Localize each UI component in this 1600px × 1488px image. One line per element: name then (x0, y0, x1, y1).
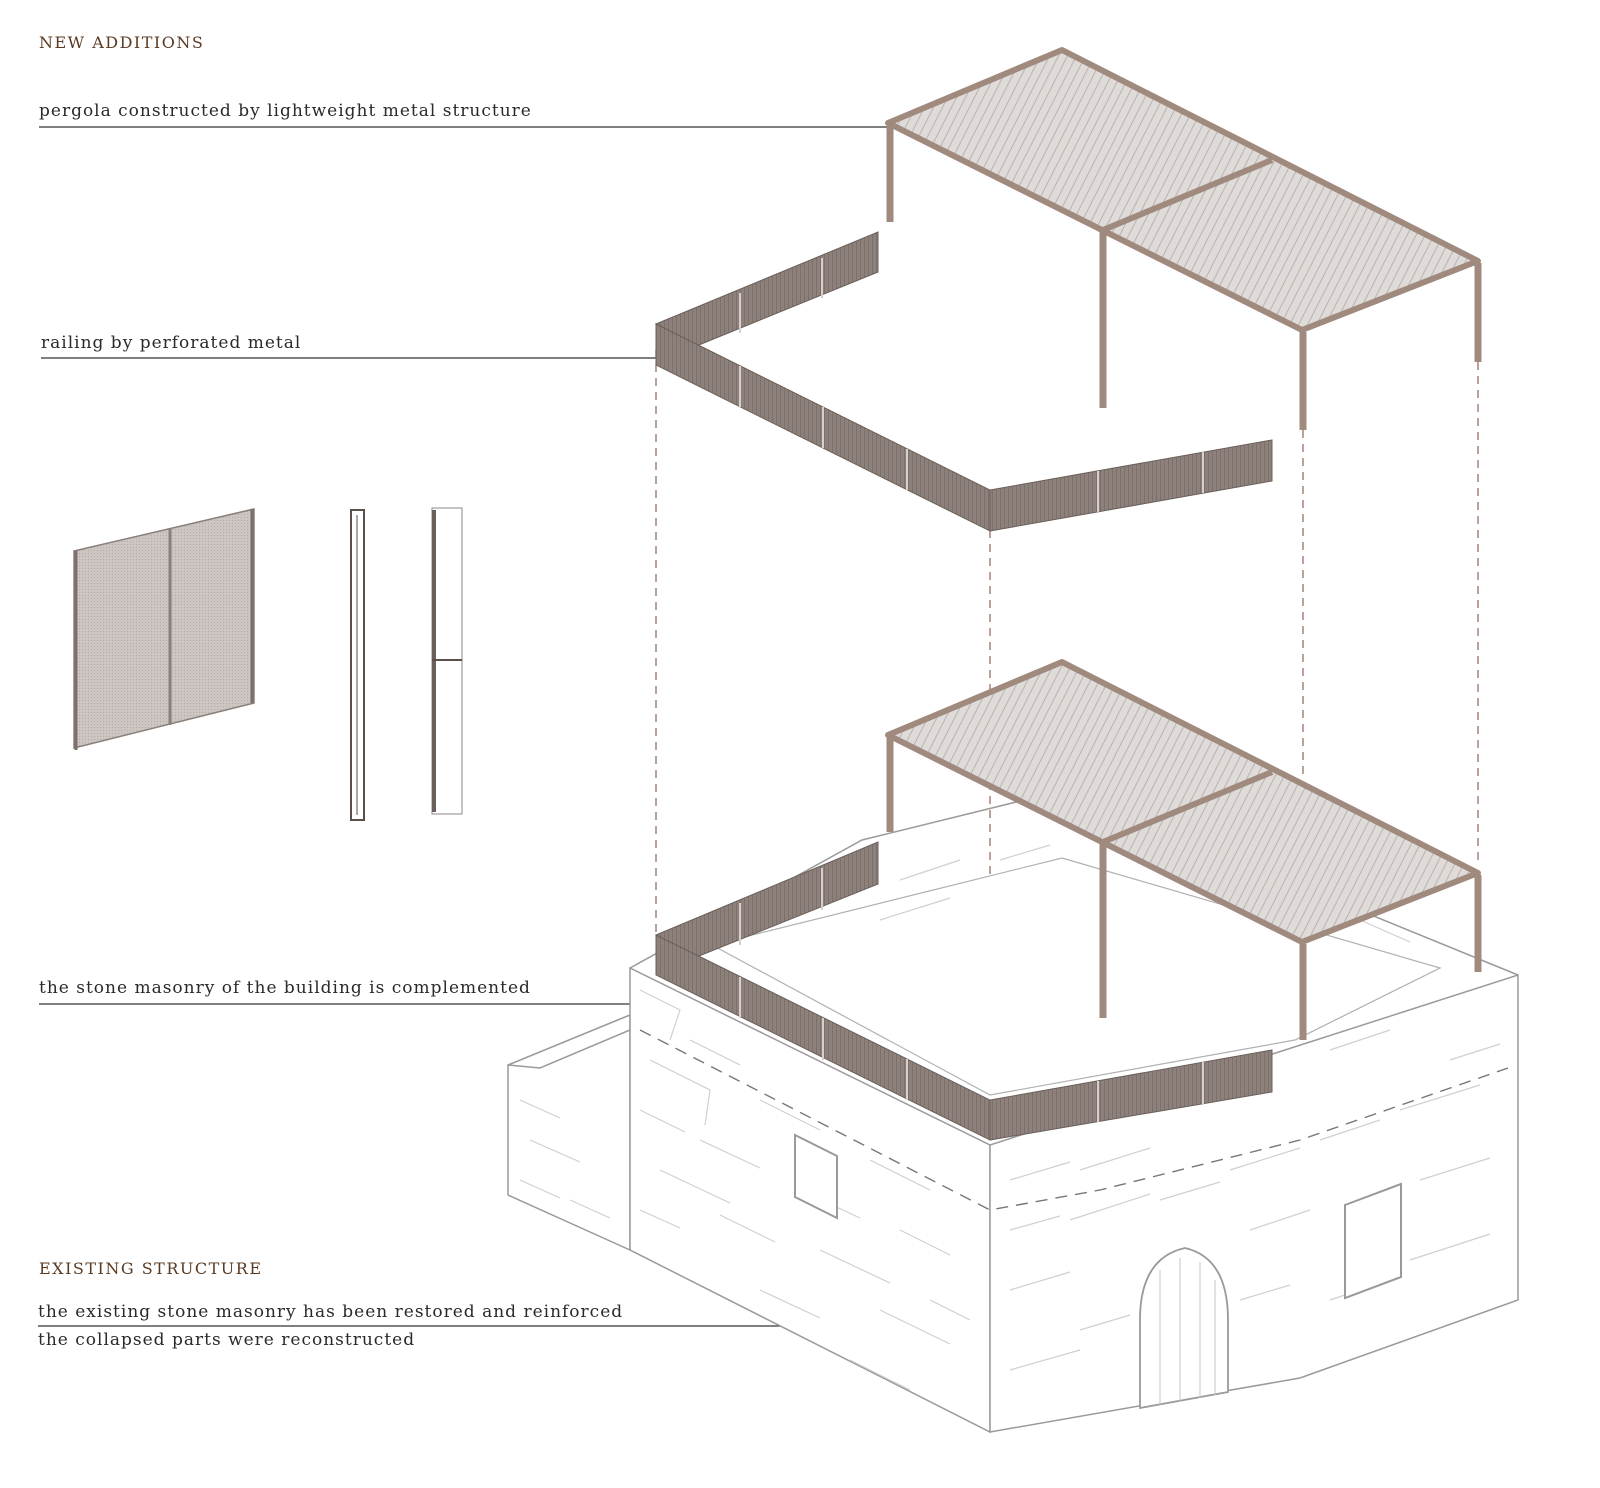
projection-lines (655, 350, 1479, 1095)
window-left (794, 1133, 838, 1220)
lower-pergola (885, 659, 1482, 1040)
existing-structure-heading: EXISTING STRUCTURE (39, 1259, 263, 1278)
upper-pergola (885, 47, 1482, 430)
railing-panel-detail (73, 508, 255, 750)
perforated-panel-elevation (73, 508, 255, 749)
arched-door (1139, 1247, 1229, 1410)
reconstruction-line (639, 1029, 1509, 1211)
window-right (1344, 1182, 1402, 1300)
railing-section-detail (350, 507, 463, 821)
upper-railing (655, 231, 1273, 532)
lower-railing (655, 841, 1273, 1141)
pergola-roof (888, 662, 1478, 942)
reconstructed-label: the collapsed parts were reconstructed (38, 1330, 416, 1350)
pergola-mid-beam (1101, 769, 1274, 845)
restored-label: the existing stone masonry has been rest… (38, 1302, 624, 1322)
masonry-complemented-label: the stone masonry of the building is com… (39, 978, 531, 998)
pergola-roof (888, 50, 1478, 330)
door-planks (1159, 1258, 1216, 1405)
pergola-frame (885, 47, 1481, 333)
railing-panel (989, 439, 1273, 532)
pergola-label: pergola constructed by lightweight metal… (39, 101, 532, 121)
railing-panel (989, 1049, 1273, 1141)
railing-side-section (350, 509, 365, 821)
stone-building (507, 789, 1519, 1434)
railing-panel (655, 231, 879, 350)
pergola-mid-beam (1101, 157, 1274, 233)
new-additions-heading: NEW ADDITIONS (39, 33, 205, 52)
railing-label: railing by perforated metal (41, 333, 302, 353)
leader-lines (38, 126, 897, 1327)
pergola-frame (885, 659, 1481, 945)
